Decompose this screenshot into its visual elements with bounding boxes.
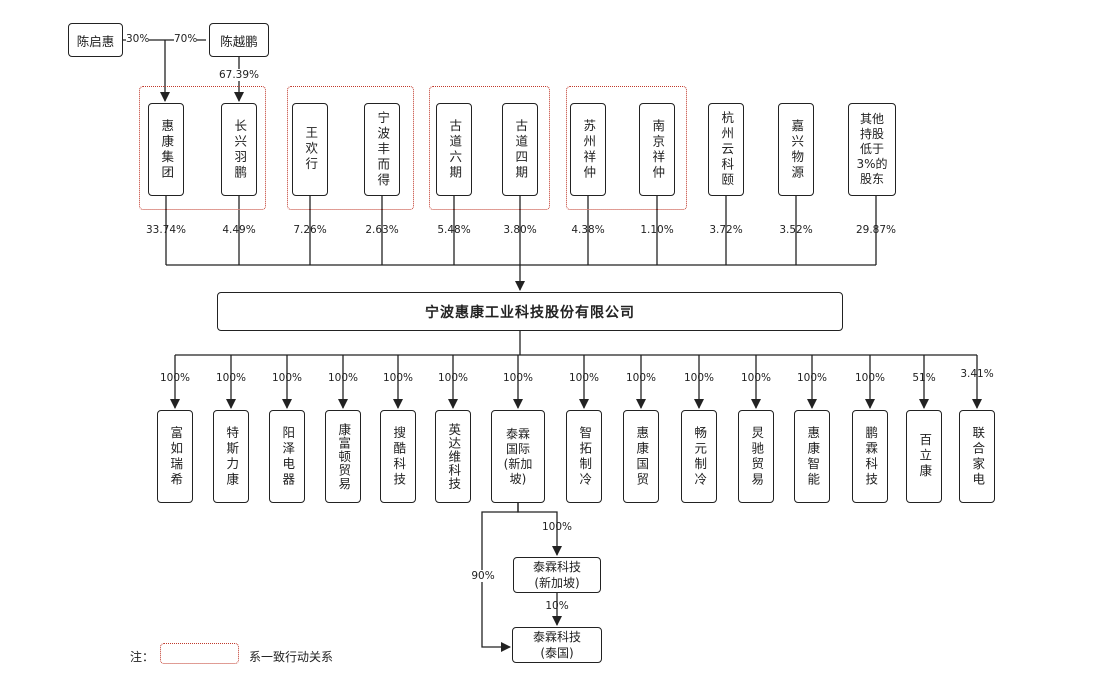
- subsidiary-box: 阳泽电器: [269, 410, 305, 503]
- sub-pct: 100%: [502, 372, 534, 384]
- shareholder-chen-yuepeng: 陈越鹏: [209, 23, 269, 57]
- holding-pct: 4.49%: [222, 224, 256, 236]
- shareholder-box: 王欢行: [292, 103, 328, 196]
- shareholder-box: 长兴羽鹏: [221, 103, 257, 196]
- subsidiary-box: 惠康国贸: [623, 410, 659, 503]
- holding-pct: 4.38%: [571, 224, 605, 236]
- sub-pct: 100%: [568, 372, 600, 384]
- subsidiary-box: 康富顿贸易: [325, 410, 361, 503]
- holding-pct: 3.80%: [503, 224, 537, 236]
- sub-pct: 100%: [854, 372, 886, 384]
- shareholder-box: 古道六期: [436, 103, 472, 196]
- link-90-to-tailin-th: [481, 503, 519, 652]
- subsidiary-box: 特斯力康: [213, 410, 249, 503]
- shareholder-box: 苏州祥仲: [570, 103, 606, 196]
- sub-pct: 100%: [683, 372, 715, 384]
- shareholder-name: 陈启惠: [76, 33, 115, 49]
- sub2-pct: 10%: [545, 600, 569, 612]
- holding-pct: 29.87%: [855, 224, 897, 236]
- shareholder-box: 嘉兴物源: [778, 103, 814, 196]
- subsidiary-box: 富如瑞希: [157, 410, 193, 503]
- company-name: 宁波惠康工业科技股份有限公司: [425, 304, 635, 321]
- holding-pct: 33.74%: [145, 224, 187, 236]
- shareholder-box: 古道四期: [502, 103, 538, 196]
- shareholder-box: 杭州云科颐: [708, 103, 744, 196]
- second-level-box-sg: 泰霖科技 (新加坡): [513, 557, 601, 593]
- holding-pct: 7.26%: [293, 224, 327, 236]
- sub2-pct-90: 90%: [471, 570, 495, 582]
- concert-group-2: [287, 86, 414, 210]
- sub-pct: 51%: [912, 372, 936, 384]
- sub-pct: 100%: [437, 372, 469, 384]
- subsidiary-box: 鹏霖科技: [852, 410, 888, 503]
- shareholder-chen-qihui: 陈启惠: [68, 23, 123, 57]
- subsidiary-box: 联合家电: [959, 410, 995, 503]
- subsidiary-box-tailin-intl: 泰霖 国际 (新加 坡): [491, 410, 545, 503]
- sub-pct: 100%: [215, 372, 247, 384]
- link-label-70: 70%: [174, 33, 198, 45]
- concert-group-3: [429, 86, 550, 210]
- legend-dotted-swatch: [160, 643, 239, 664]
- sub-pct: 100%: [271, 372, 303, 384]
- sub-pct: 100%: [625, 372, 657, 384]
- holding-pct: 1.10%: [640, 224, 674, 236]
- legend-text: 系一致行动关系: [249, 650, 334, 664]
- sub-pct: 100%: [796, 372, 828, 384]
- subsidiary-box: 惠康智能: [794, 410, 830, 503]
- subsidiary-box: 百立康: [906, 410, 942, 503]
- company-box: 宁波惠康工业科技股份有限公司: [217, 292, 843, 331]
- shareholder-name: 陈越鹏: [220, 33, 258, 49]
- link-label-30: 30%: [126, 33, 150, 45]
- holding-pct: 2.63%: [365, 224, 399, 236]
- subsidiary-box: 英达维科技: [435, 410, 471, 503]
- holding-pct: 3.72%: [709, 224, 743, 236]
- legend-prefix: 注：: [130, 650, 155, 664]
- link-label-67: 67.39%: [218, 69, 260, 81]
- subsidiary-box: 搜酷科技: [380, 410, 416, 503]
- shareholder-box: 惠康集团: [148, 103, 184, 196]
- sub2-pct: 100%: [541, 521, 573, 533]
- holding-pct: 3.52%: [779, 224, 813, 236]
- sub-pct: 100%: [382, 372, 414, 384]
- subsidiary-box: 畅元制冷: [681, 410, 717, 503]
- sub-pct: 100%: [327, 372, 359, 384]
- sub-pct: 100%: [159, 372, 191, 384]
- sub-pct: 100%: [740, 372, 772, 384]
- holding-pct: 5.48%: [437, 224, 471, 236]
- concert-group-4: [566, 86, 687, 210]
- concert-group-1: [139, 86, 266, 210]
- second-level-box-th: 泰霖科技 (泰国): [512, 627, 602, 663]
- subsidiary-box: 炅驰贸易: [738, 410, 774, 503]
- shareholder-box-others: 其他 持股 低于 3%的 股东: [848, 103, 896, 196]
- sub-pct: 3.41%: [960, 368, 994, 380]
- shareholder-box: 宁波丰而得: [364, 103, 400, 196]
- shareholder-box: 南京祥仲: [639, 103, 675, 196]
- subsidiary-box: 智拓制冷: [566, 410, 602, 503]
